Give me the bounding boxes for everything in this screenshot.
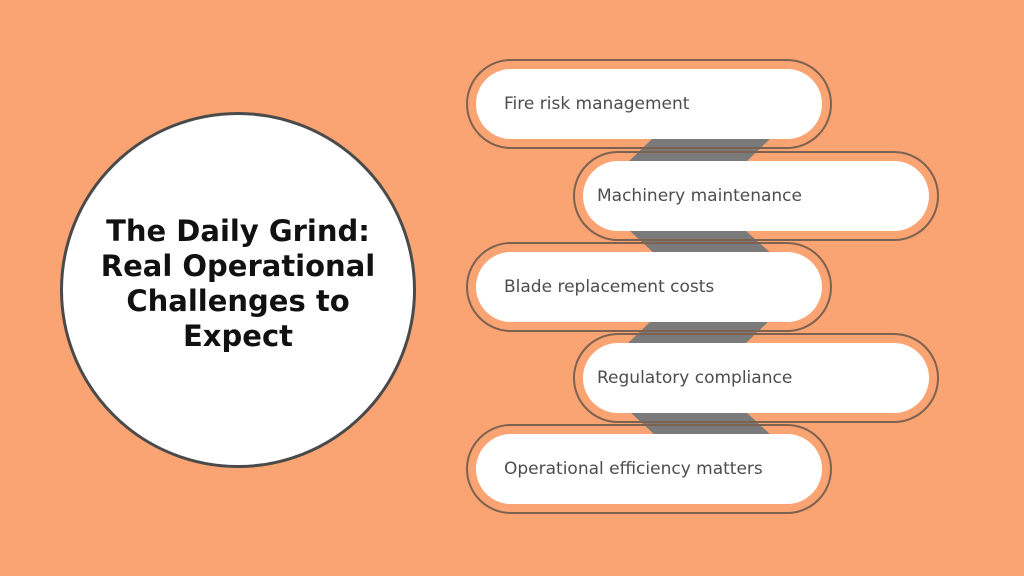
list-item-label: Machinery maintenance bbox=[597, 186, 802, 206]
list-item-label: Blade replacement costs bbox=[504, 277, 715, 297]
item-frame-2 bbox=[573, 151, 939, 241]
list-item-label: Operational efficiency matters bbox=[504, 459, 763, 479]
list-item-label: Regulatory compliance bbox=[597, 368, 793, 388]
list-item-fire-risk: Fire risk management bbox=[476, 69, 822, 139]
item-frame-4 bbox=[573, 333, 939, 423]
item-frame-3 bbox=[466, 242, 832, 332]
list-item-label: Fire risk management bbox=[504, 94, 690, 114]
item-frame-5 bbox=[466, 424, 832, 514]
item-frame-1 bbox=[466, 59, 832, 149]
page-title: The Daily Grind: Real Operational Challe… bbox=[100, 214, 376, 353]
list-item-efficiency: Operational efficiency matters bbox=[476, 434, 822, 504]
list-item-blade: Blade replacement costs bbox=[476, 252, 822, 322]
list-item-machinery: Machinery maintenance bbox=[583, 161, 929, 231]
title-circle: The Daily Grind: Real Operational Challe… bbox=[60, 112, 416, 468]
list-item-regulatory: Regulatory compliance bbox=[583, 343, 929, 413]
